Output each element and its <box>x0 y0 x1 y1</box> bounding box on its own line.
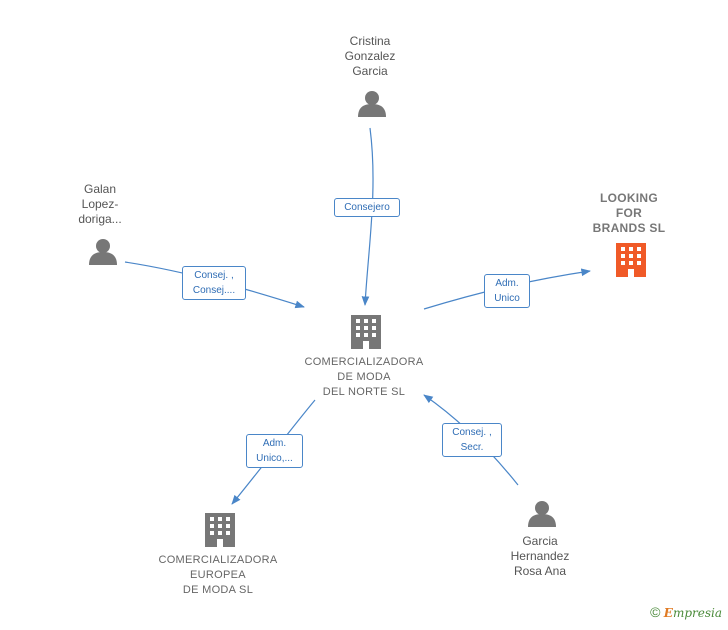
edge-label-adm-unico-europea: Adm. Unico,... <box>246 434 303 468</box>
node-label-norte[interactable]: COMERCIALIZADORA DE MODA DEL NORTE SL <box>304 356 424 398</box>
node-label-looking[interactable]: LOOKING FOR BRANDS SL <box>592 191 666 235</box>
building-icon-norte[interactable] <box>351 315 381 349</box>
edge-label-consejero: Consejero <box>334 198 400 217</box>
person-icon-garcia[interactable] <box>528 501 556 527</box>
edge-label-adm-unico: Adm. Unico <box>484 274 530 308</box>
person-icon-cristina[interactable] <box>358 91 386 117</box>
copyright-icon: © <box>650 604 661 620</box>
node-label-cristina[interactable]: Cristina Gonzalez Garcia <box>344 34 396 78</box>
edge-label-consej-galan: Consej. , Consej.... <box>182 266 246 300</box>
edge-cristina-norte <box>361 127 374 306</box>
footer-brand: © Empresia <box>650 604 722 620</box>
person-icon-galan[interactable] <box>89 239 117 265</box>
node-label-galan[interactable]: Galan Lopez- doriga... <box>78 182 122 226</box>
edge-label-consej-secr: Consej. , Secr. <box>442 423 502 457</box>
building-icon-looking[interactable] <box>616 243 646 277</box>
building-icon-europea[interactable] <box>205 513 235 547</box>
node-label-europea[interactable]: COMERCIALIZADORA EUROPEA DE MODA SL <box>158 554 278 596</box>
brand-logo: Empresia <box>663 606 722 620</box>
node-label-garcia[interactable]: Garcia Hernandez Rosa Ana <box>510 534 570 578</box>
